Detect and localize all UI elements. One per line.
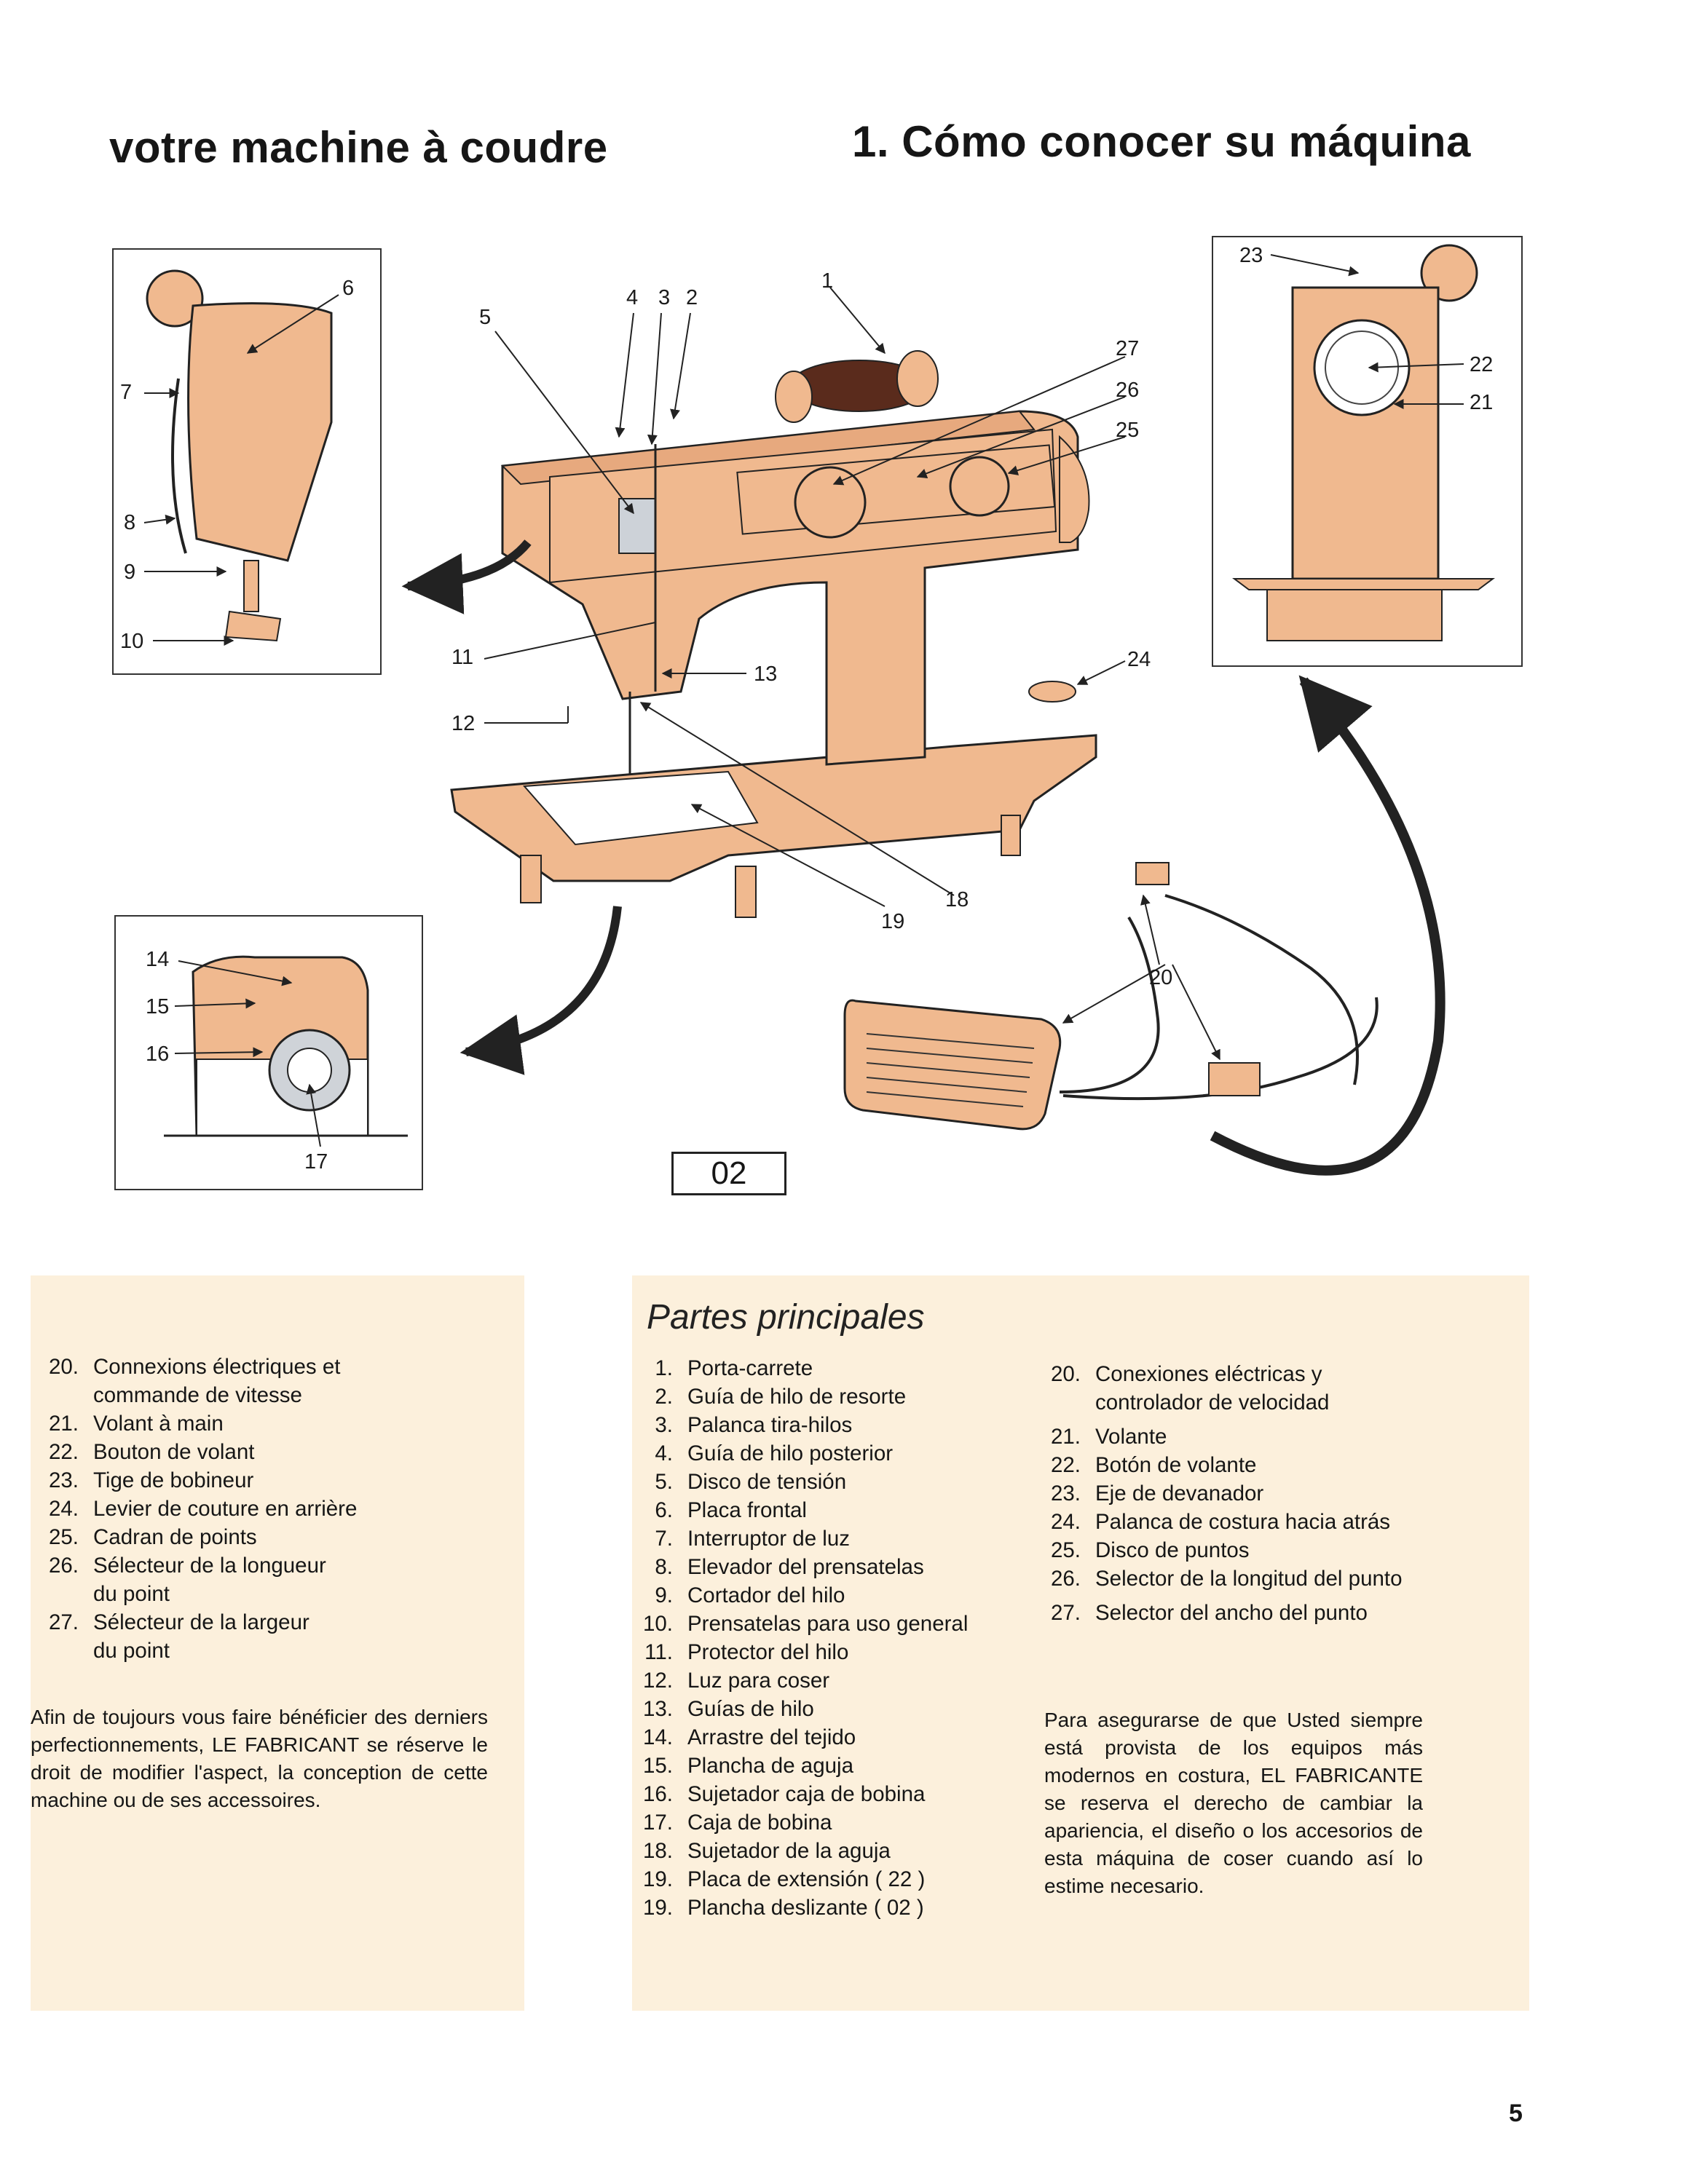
spanish-note: Para asegurarse de que Usted siempre est… [1044,1709,1423,1897]
list-item: 14.Arrastre del tejido [642,1725,856,1749]
list-item: 5.Disco de tensión [655,1470,847,1494]
list-item: 24.Palanca de costura hacia atrás [1050,1510,1391,1534]
title-spanish: 1. Cómo conocer su máquina [852,117,1471,166]
list-item: 17.Caja de bobina [642,1811,832,1835]
list-item: 4.Guía de hilo posterior [655,1441,894,1465]
callout-8: 8 [124,511,135,534]
list-item: 23.Eje de devanador [1050,1481,1264,1506]
french-panel: 20.Connexions électriques et commande de… [31,1275,524,2011]
callout-2: 2 [686,286,698,309]
list-item: 27.Sélecteur de la largeur du point [48,1610,309,1663]
callout-24: 24 [1127,648,1151,671]
list-item: 20.Conexiones eléctricas y controlador d… [1050,1362,1330,1415]
list-item: 26.Sélecteur de la longueur du point [48,1554,326,1606]
list-item: 18.Sujetador de la aguja [642,1839,891,1863]
callout-15: 15 [146,995,169,1018]
list-item: 24.Levier de couture en arrière [48,1497,358,1521]
list-item: 16.Sujetador caja de bobina [642,1782,926,1806]
figure-badge: 02 [671,1152,786,1195]
list-item: 15.Plancha de aguja [642,1754,853,1778]
list-item: 11.Protector del hilo [644,1640,849,1664]
list-item: 1.Porta-carrete [655,1356,813,1380]
main-sewing-machine [450,350,1097,918]
page-number: 5 [1509,2100,1523,2127]
spanish-parts-list: 1.Porta-carrete 2.Guía de hilo de resort… [632,1354,1040,1922]
list-item: 8.Elevador del prensatelas [655,1555,924,1579]
list-item: 3.Palanca tira-hilos [655,1413,853,1437]
rear-view-machine [1232,244,1495,641]
list-item: 27.Selector del ancho del punto [1050,1601,1368,1625]
french-parts-list: 20.Connexions électriques et commande de… [38,1353,504,1665]
callout-22: 22 [1470,353,1493,376]
callout-10: 10 [120,630,143,653]
callout-5: 5 [479,306,491,329]
callout-13: 13 [754,662,777,686]
machine-figure: 6 7 8 9 10 23 22 21 14 15 16 17 [112,236,1523,1190]
callout-3: 3 [658,286,670,309]
callout-27: 27 [1116,337,1139,360]
list-item: 22.Bouton de volant [48,1440,255,1464]
callout-7: 7 [120,381,132,404]
list-item: 9.Cortador del hilo [655,1583,845,1607]
title-french: votre machine à coudre [109,123,608,172]
callout-26: 26 [1116,379,1139,402]
list-item: 10.Prensatelas para uso general [642,1612,969,1636]
spanish-parts-list-right: 20.Conexiones eléctricas y controlador d… [1040,1360,1419,1627]
list-item: 26.Selector de la longitud del punto [1050,1567,1403,1591]
callout-23: 23 [1239,244,1263,267]
callout-25: 25 [1116,419,1139,442]
list-item: 19.Placa de extensión ( 22 ) [642,1867,926,1891]
list-item: 25.Cadran de points [48,1525,257,1549]
callout-14: 14 [146,948,169,971]
list-item: 2.Guía de hilo de resorte [655,1385,907,1409]
callout-1: 1 [821,269,833,293]
arrow-to-side-view [401,539,532,614]
spanish-panel: Partes principales 1.Porta-carrete 2.Guí… [632,1275,1529,2011]
list-item: 22.Botón de volante [1050,1453,1257,1477]
arrow-to-rear-view [1210,675,1446,1176]
list-item: 21.Volant à main [48,1412,224,1436]
callout-9: 9 [124,561,135,584]
list-item: 23.Tige de bobineur [48,1468,254,1492]
right-inset-callouts [1270,254,1464,409]
callout-20: 20 [1149,966,1172,989]
arrow-to-bobbin-view [460,906,622,1075]
list-item: 25.Disco de puntos [1050,1538,1250,1562]
callout-19: 19 [881,910,904,933]
callout-21: 21 [1470,391,1493,414]
list-item: 20.Connexions électriques et commande de… [48,1355,341,1407]
left-inset-callouts [143,294,339,646]
list-item: 13.Guías de hilo [642,1697,814,1721]
spanish-heading: Partes principales [647,1298,925,1337]
foot-controller [843,862,1379,1131]
callout-12: 12 [451,712,475,735]
callout-4: 4 [626,286,638,309]
callout-17: 17 [304,1150,328,1174]
bobbin-callouts [174,960,321,1147]
side-view-machine [146,269,333,642]
main-callout-lines [484,287,1220,1061]
callout-16: 16 [146,1042,169,1066]
list-item: 6.Placa frontal [655,1498,807,1522]
callout-11: 11 [451,646,473,669]
list-item: 19.Plancha deslizante ( 02 ) [642,1896,924,1920]
french-note: Afin de toujours vous faire bénéficier d… [31,1706,488,1811]
list-item: 12.Luz para coser [642,1669,830,1693]
callout-18: 18 [945,888,969,911]
list-item: 21.Volante [1050,1425,1167,1449]
list-item: 7.Interruptor de luz [655,1527,851,1551]
bobbin-area [164,955,408,1137]
callout-6: 6 [342,277,354,300]
